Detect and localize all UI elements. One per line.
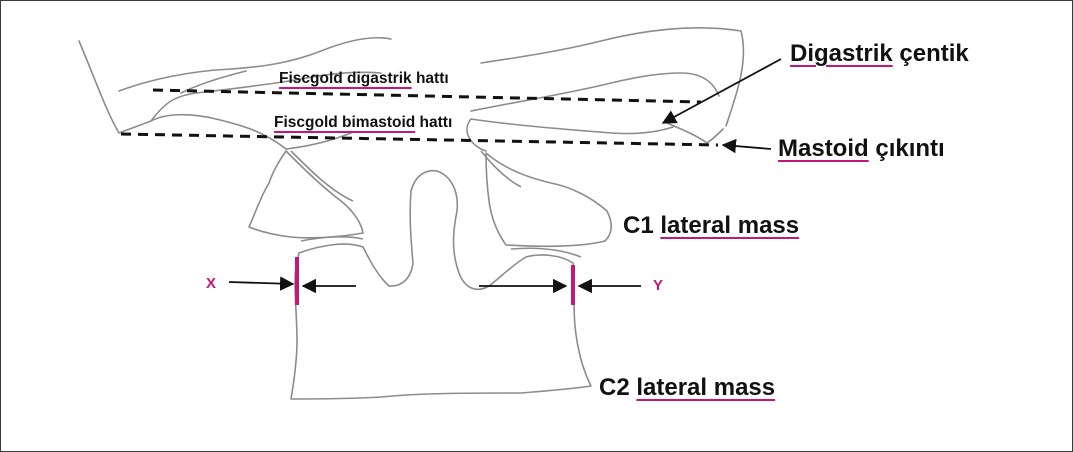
c2-body-and-dens	[291, 171, 591, 399]
right-lower-contour	[471, 119, 673, 134]
digastric-notch-label-underlined: Digastrik	[790, 40, 893, 67]
digastric-notch-label-rest: çentik	[893, 40, 969, 67]
x-marker-label: X	[206, 276, 216, 291]
mastoid-process-label-underlined: Mastoid	[778, 135, 869, 162]
digastric-notch-label: Digastrik çentik	[790, 42, 969, 66]
bimastoid-line-label-underlined: Fiscgold bimastoid	[274, 114, 415, 131]
digastric-line-label-underlined: Fiscgold digastrik	[279, 70, 412, 87]
c1-lateral-mass-label-underlined: lateral mass	[660, 212, 799, 239]
left-mastoid-contour	[79, 41, 286, 149]
c2-vertebra-outline	[291, 171, 591, 399]
c1-lateral-mass-label-prefix: C1	[623, 212, 660, 239]
c1-right-lateral-mass	[486, 153, 611, 246]
bimastoid-line-label-rest: hattı	[415, 114, 452, 131]
digastric-notch-pointer	[663, 59, 781, 123]
bimastoid-line	[121, 134, 718, 145]
c1-left-joint-line	[291, 151, 353, 201]
mastoid-process-label-rest: çıkıntı	[869, 135, 945, 162]
bimastoid-line-label: Fiscgold bimastoid hattı	[274, 115, 452, 131]
lateral-mass-markers	[297, 257, 573, 305]
c1-left-lateral-mass	[249, 151, 363, 238]
right-upper-contour	[481, 28, 743, 126]
c2-lateral-mass-label-prefix: C2	[599, 374, 636, 401]
c2-lateral-mass-label: C2 lateral mass	[599, 376, 775, 400]
right-inner-contour	[471, 73, 719, 111]
right-mastoid-contour	[667, 123, 723, 143]
foramen-left-rim	[286, 133, 351, 149]
c1-vertebra-outline	[249, 151, 611, 246]
c1-lateral-mass-label: C1 lateral mass	[623, 214, 799, 238]
x-external-arrow	[229, 282, 293, 284]
mastoid-process-label: Mastoid çıkıntı	[778, 137, 945, 161]
digastric-line-label: Fiscgold digastrik hattı	[279, 71, 449, 87]
c2-lateral-mass-label-underlined: lateral mass	[636, 374, 775, 401]
mastoid-process-pointer	[723, 145, 771, 149]
foramen-right-rim	[467, 119, 486, 151]
digastric-line-label-rest: hattı	[412, 70, 449, 87]
y-marker-label: Y	[653, 278, 663, 293]
digastric-line	[153, 90, 701, 102]
